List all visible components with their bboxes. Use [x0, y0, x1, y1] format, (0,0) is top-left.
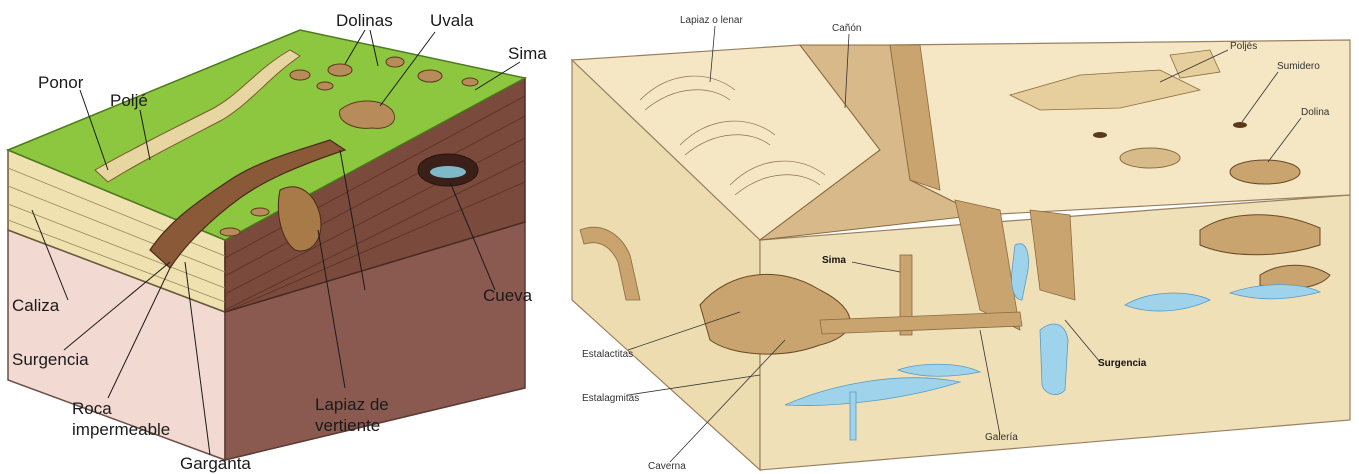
- label-lapiaz-de-vertiente: Lapiaz de vertiente: [315, 394, 389, 437]
- label-surgencia: Surgencia: [1098, 359, 1146, 369]
- label-polje: Poljé: [110, 92, 148, 109]
- label-garganta: Garganta: [180, 455, 251, 472]
- label-caliza: Caliza: [12, 297, 59, 314]
- label-galeria: Galería: [985, 433, 1018, 443]
- label-dolinas: Dolinas: [336, 12, 393, 29]
- label-sumidero: Sumidero: [1277, 62, 1320, 72]
- label-dolina: Dolina: [1301, 108, 1329, 118]
- label-poljes: Poljés: [1230, 42, 1257, 52]
- label-caverna: Caverna: [648, 462, 686, 472]
- label-estalagmitas: Estalagmitas: [582, 394, 639, 404]
- label-surgencia: Surgencia: [12, 351, 89, 368]
- label-sima: Sima: [822, 256, 846, 266]
- label-ponor: Ponor: [38, 74, 83, 91]
- label-cueva: Cueva: [483, 287, 532, 304]
- label-uvala: Uvala: [430, 12, 473, 29]
- karst-underground-block-diagram: Lapiaz o lenar Cañón Poljés Sumidero Dol…: [560, 0, 1359, 474]
- label-sima: Sima: [508, 45, 547, 62]
- label-lapiaz-o-lenar: Lapiaz o lenar: [680, 16, 743, 26]
- label-roca-impermeable: Roca impermeable: [72, 398, 170, 441]
- label-canon: Cañón: [832, 24, 861, 34]
- karst-landforms-block-diagram: Dolinas Uvala Sima Ponor Poljé Caliza Su…: [0, 0, 560, 474]
- label-estalactitas: Estalactitas: [582, 350, 633, 360]
- right-block-illustration: [560, 0, 1359, 474]
